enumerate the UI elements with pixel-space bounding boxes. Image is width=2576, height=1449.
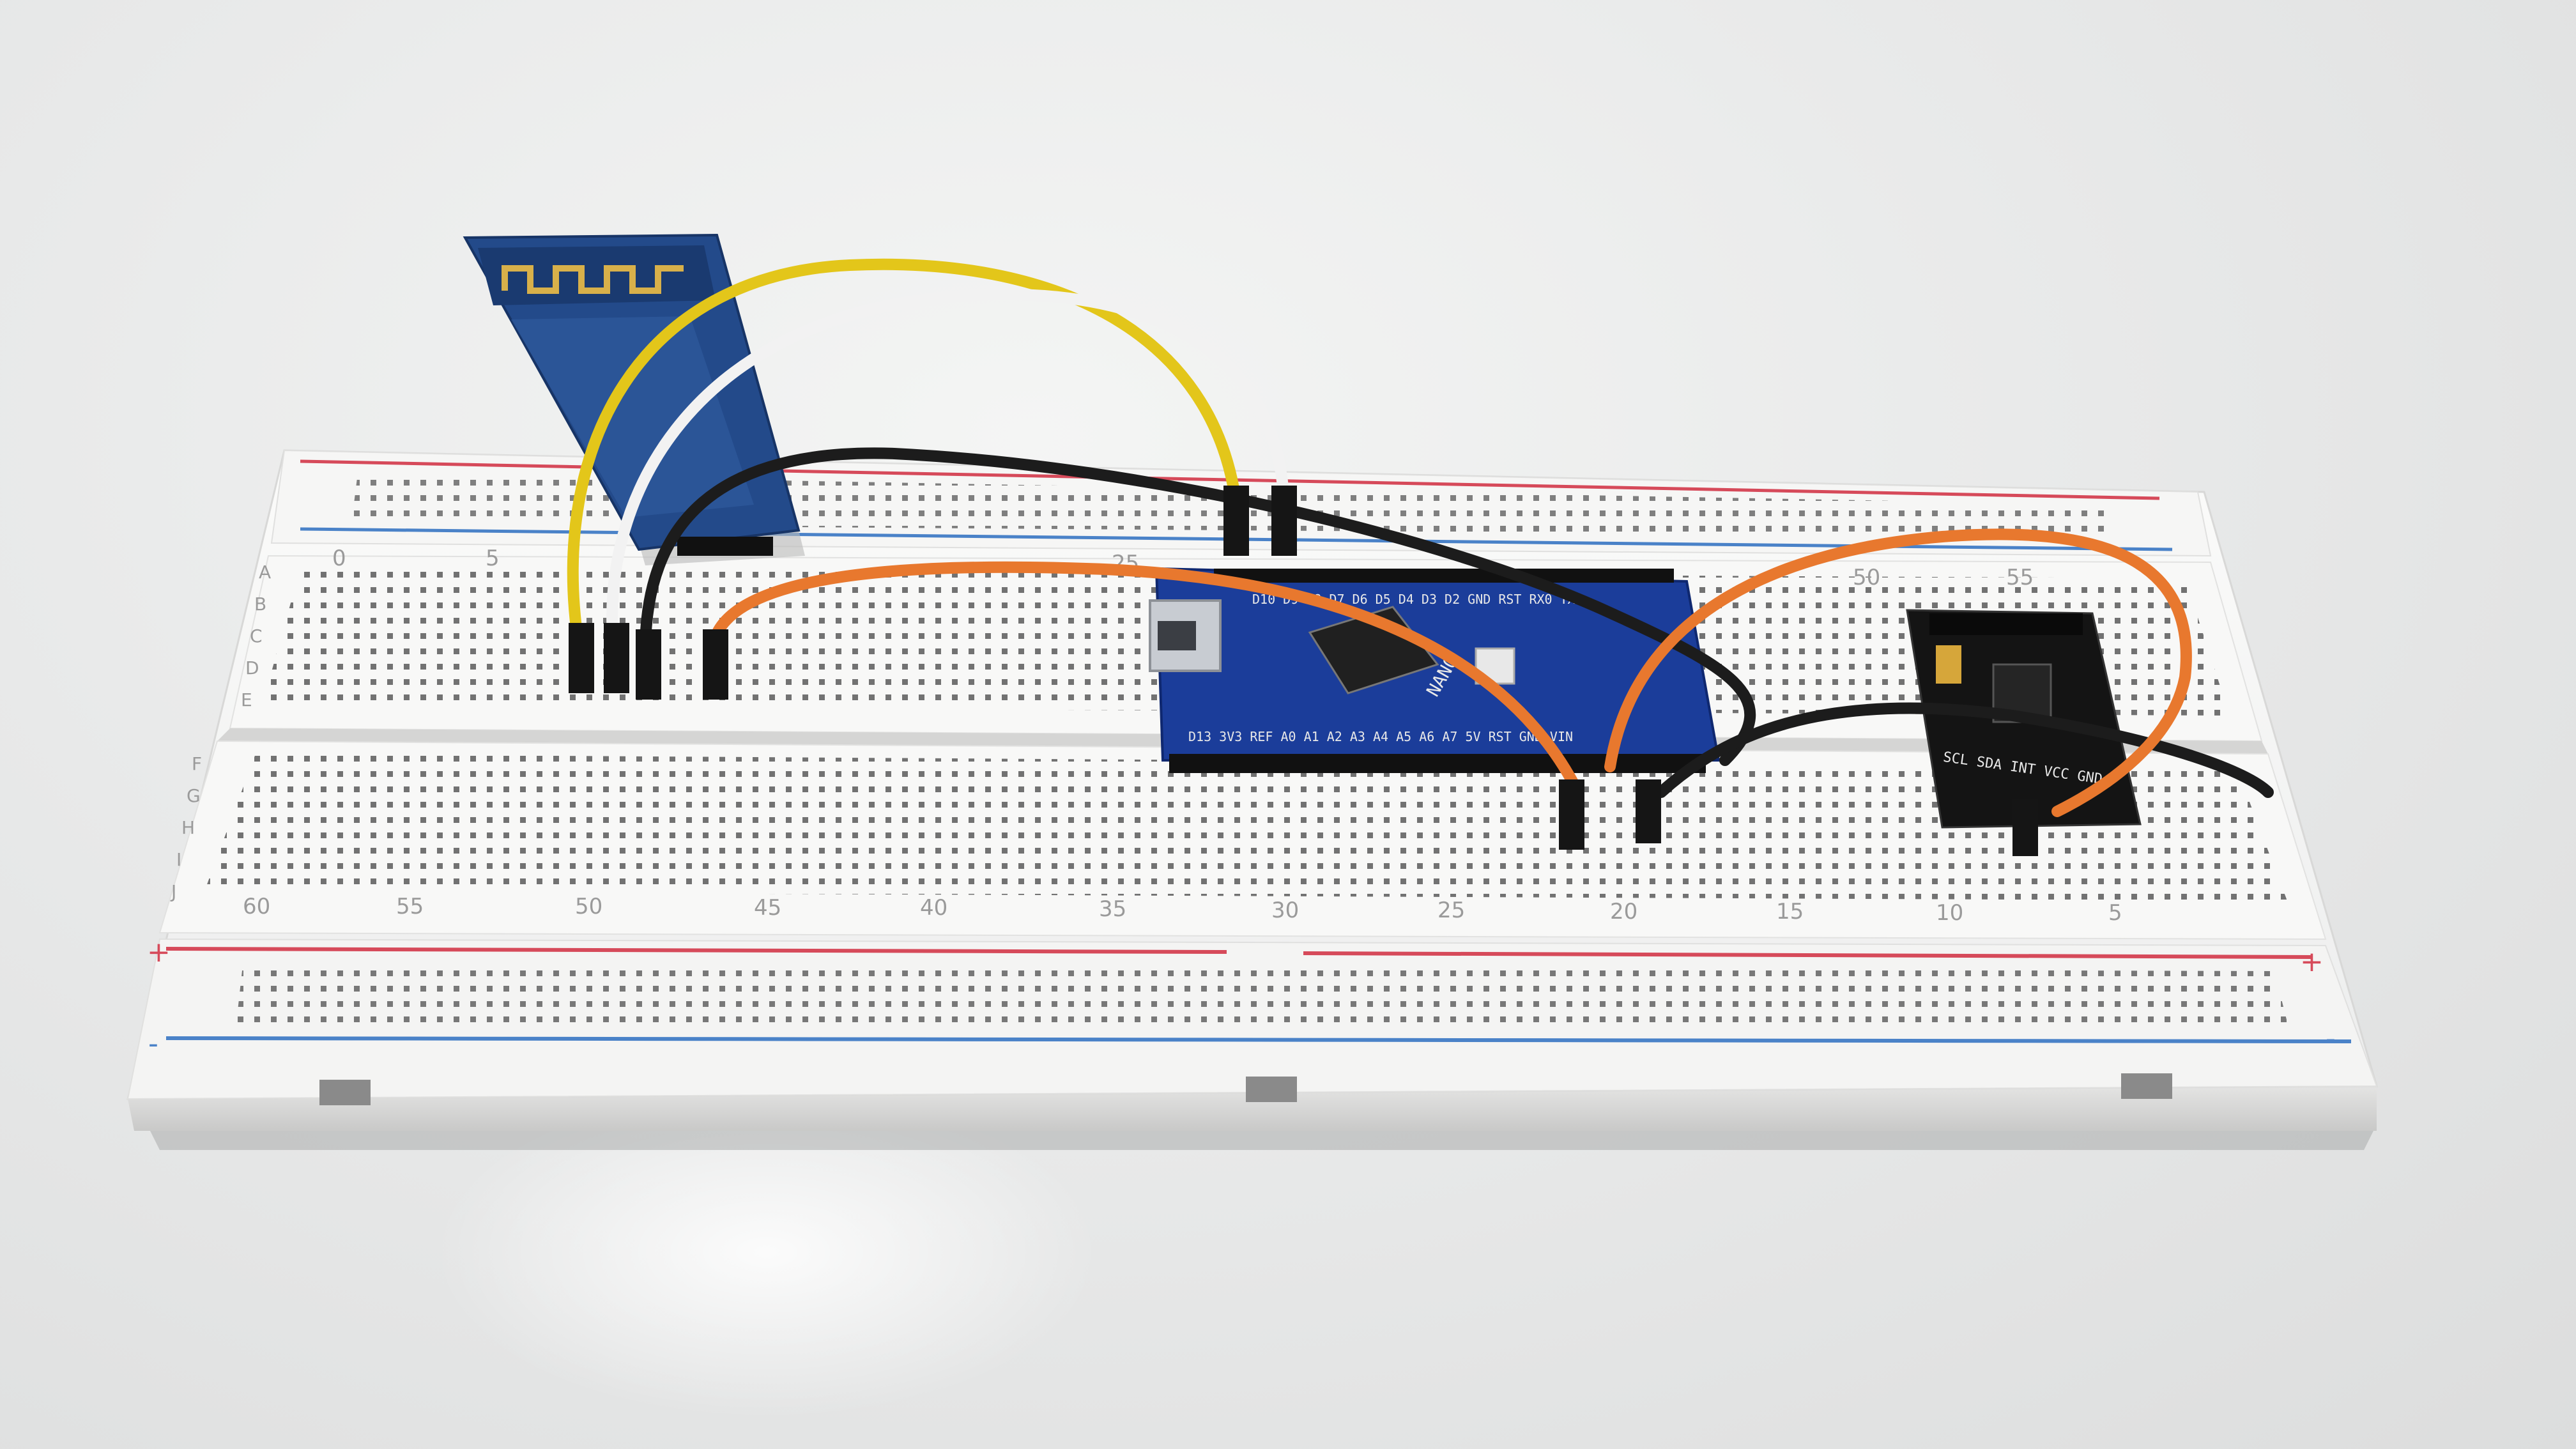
wire-connector	[1559, 779, 1584, 850]
light-glare	[434, 1086, 1099, 1418]
bottom-rail-positive-line-2	[1303, 951, 2313, 959]
lower-terminal-holes	[204, 754, 2287, 901]
column-number: 0	[332, 546, 346, 571]
column-number: 60	[243, 894, 270, 919]
arduino-bottom-pin-labels: D13 3V3 REF A0 A1 A2 A3 A4 A5 A6 A7 5V R…	[1188, 729, 1573, 744]
breadboard-notch	[1246, 1077, 1297, 1102]
arduino-bottom-pin-header	[1169, 754, 1706, 773]
arduino-usb-opening	[1158, 621, 1196, 650]
row-letter: D	[245, 657, 259, 678]
column-number: 50	[1853, 565, 1880, 590]
row-letter: I	[176, 849, 181, 870]
bluetooth-antenna-area	[478, 245, 716, 305]
top-column-numbers: 0 5 25 50 55	[332, 546, 2034, 590]
wire-connector	[1223, 486, 1249, 556]
wire-connector	[703, 629, 728, 700]
wire-connector	[569, 623, 594, 693]
bluetooth-chip	[511, 316, 754, 518]
row-letter: G	[187, 785, 201, 806]
row-letter: B	[254, 594, 266, 615]
wire-white[interactable]	[606, 289, 1290, 651]
row-letter: A	[259, 562, 271, 583]
sensor-capacitor	[1936, 645, 1961, 684]
row-letter: E	[241, 689, 252, 710]
column-number: 40	[920, 895, 947, 921]
wire-black-sensor[interactable]	[1655, 702, 2274, 798]
jumper-wires	[567, 258, 2274, 856]
wire-connector	[1271, 486, 1297, 556]
bottom-rail-holes	[236, 965, 2287, 1022]
row-letter: F	[192, 753, 202, 774]
breadboard-notch	[319, 1080, 371, 1105]
column-number: 20	[1610, 899, 1637, 924]
wire-connector	[636, 629, 661, 700]
wire-connector	[2012, 799, 2038, 856]
column-number: 45	[754, 895, 781, 921]
row-letter: J	[170, 881, 176, 902]
top-row-letters: A B C D E	[241, 562, 271, 710]
column-number: 25	[1438, 898, 1465, 923]
bottom-column-numbers: 60 55 50 45 40 35 30 25 20 15 10 5	[243, 894, 2122, 926]
arduino-top-pin-header	[1214, 569, 1674, 583]
breadboard-notch	[2121, 1073, 2172, 1099]
breadboard-side	[128, 1086, 2377, 1131]
arduino-nano: D10 D9 D8 D7 D6 D5 D4 D3 D2 GND RST RX0 …	[1149, 567, 1721, 773]
sensor-pin-header	[1929, 613, 2083, 635]
column-number: 35	[1099, 896, 1126, 922]
row-letter: H	[181, 817, 195, 838]
wire-connector	[604, 623, 629, 693]
wire-yellow[interactable]	[567, 258, 1242, 648]
rail-plus-symbol-left: +	[147, 936, 171, 969]
column-number: 50	[575, 894, 602, 919]
row-letter: C	[250, 625, 263, 647]
bluetooth-module	[463, 233, 805, 565]
column-number: 10	[1936, 900, 1963, 926]
wire-connector	[1636, 779, 1661, 843]
column-number: 55	[2006, 565, 2034, 590]
bottom-rail-positive-line	[165, 947, 1227, 954]
rail-minus-symbol-right: -	[2326, 1022, 2336, 1055]
column-number: 5	[2108, 900, 2122, 926]
wire-orange-left[interactable]	[707, 561, 1584, 798]
bluetooth-antenna-trace	[502, 265, 684, 294]
column-number: 5	[486, 546, 500, 571]
rail-plus-symbol-right: +	[2300, 946, 2324, 978]
rail-minus-symbol-left: -	[148, 1027, 158, 1060]
column-number: 30	[1271, 898, 1299, 923]
bottom-row-letters: F G H I J	[170, 753, 202, 902]
wire-orange-right[interactable]	[1604, 528, 2192, 817]
bottom-rail-negative-line	[165, 1036, 2352, 1043]
column-number: 55	[396, 894, 424, 919]
column-number: 15	[1776, 899, 1804, 924]
bluetooth-pin-header	[677, 537, 773, 556]
